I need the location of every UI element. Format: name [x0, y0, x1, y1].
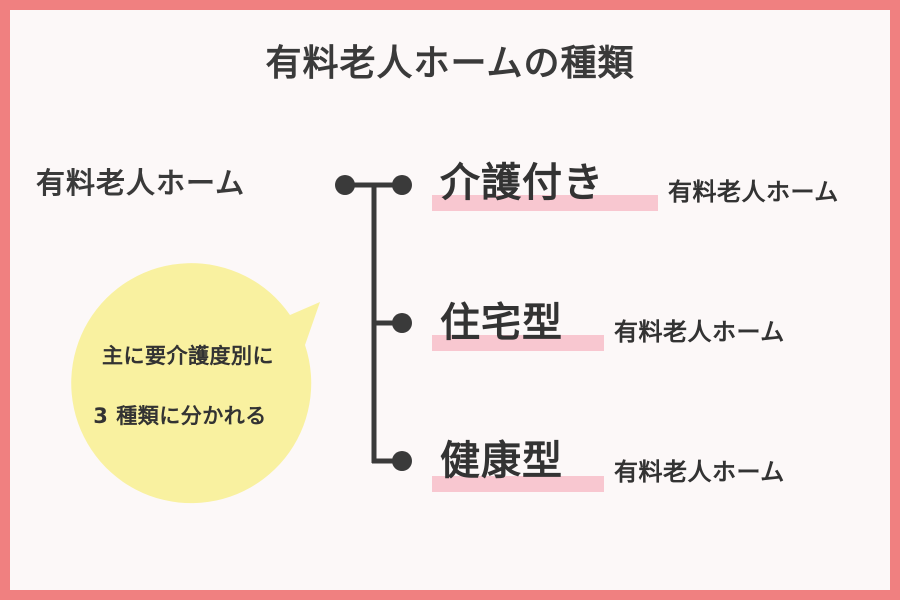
root-dot — [335, 175, 355, 195]
root-node-label: 有料老人ホーム — [36, 166, 246, 200]
branch-highlight-1 — [432, 195, 658, 211]
branch-1-subtitle: 有料老人ホーム — [668, 178, 839, 206]
branch-1-title: 介護付き — [440, 160, 604, 206]
branch-dot-2 — [392, 313, 412, 333]
page-title: 有料老人ホームの種類 — [265, 43, 635, 84]
speech-bubble — [71, 263, 320, 504]
branch-2-subtitle: 有料老人ホーム — [614, 318, 785, 346]
branch-highlight-2 — [432, 335, 604, 351]
branch-3-subtitle: 有料老人ホーム — [614, 458, 785, 486]
branch-dot-1 — [392, 175, 412, 195]
bubble-text-line-2: 3 種類に分かれる — [93, 404, 267, 428]
branch-highlight-3 — [432, 476, 604, 492]
branch-3-title: 健康型 — [440, 438, 563, 484]
bubble-text-line-1: 主に要介護度別に — [102, 344, 274, 368]
branch-2-title: 住宅型 — [440, 300, 563, 346]
branch-dot-3 — [392, 451, 412, 471]
